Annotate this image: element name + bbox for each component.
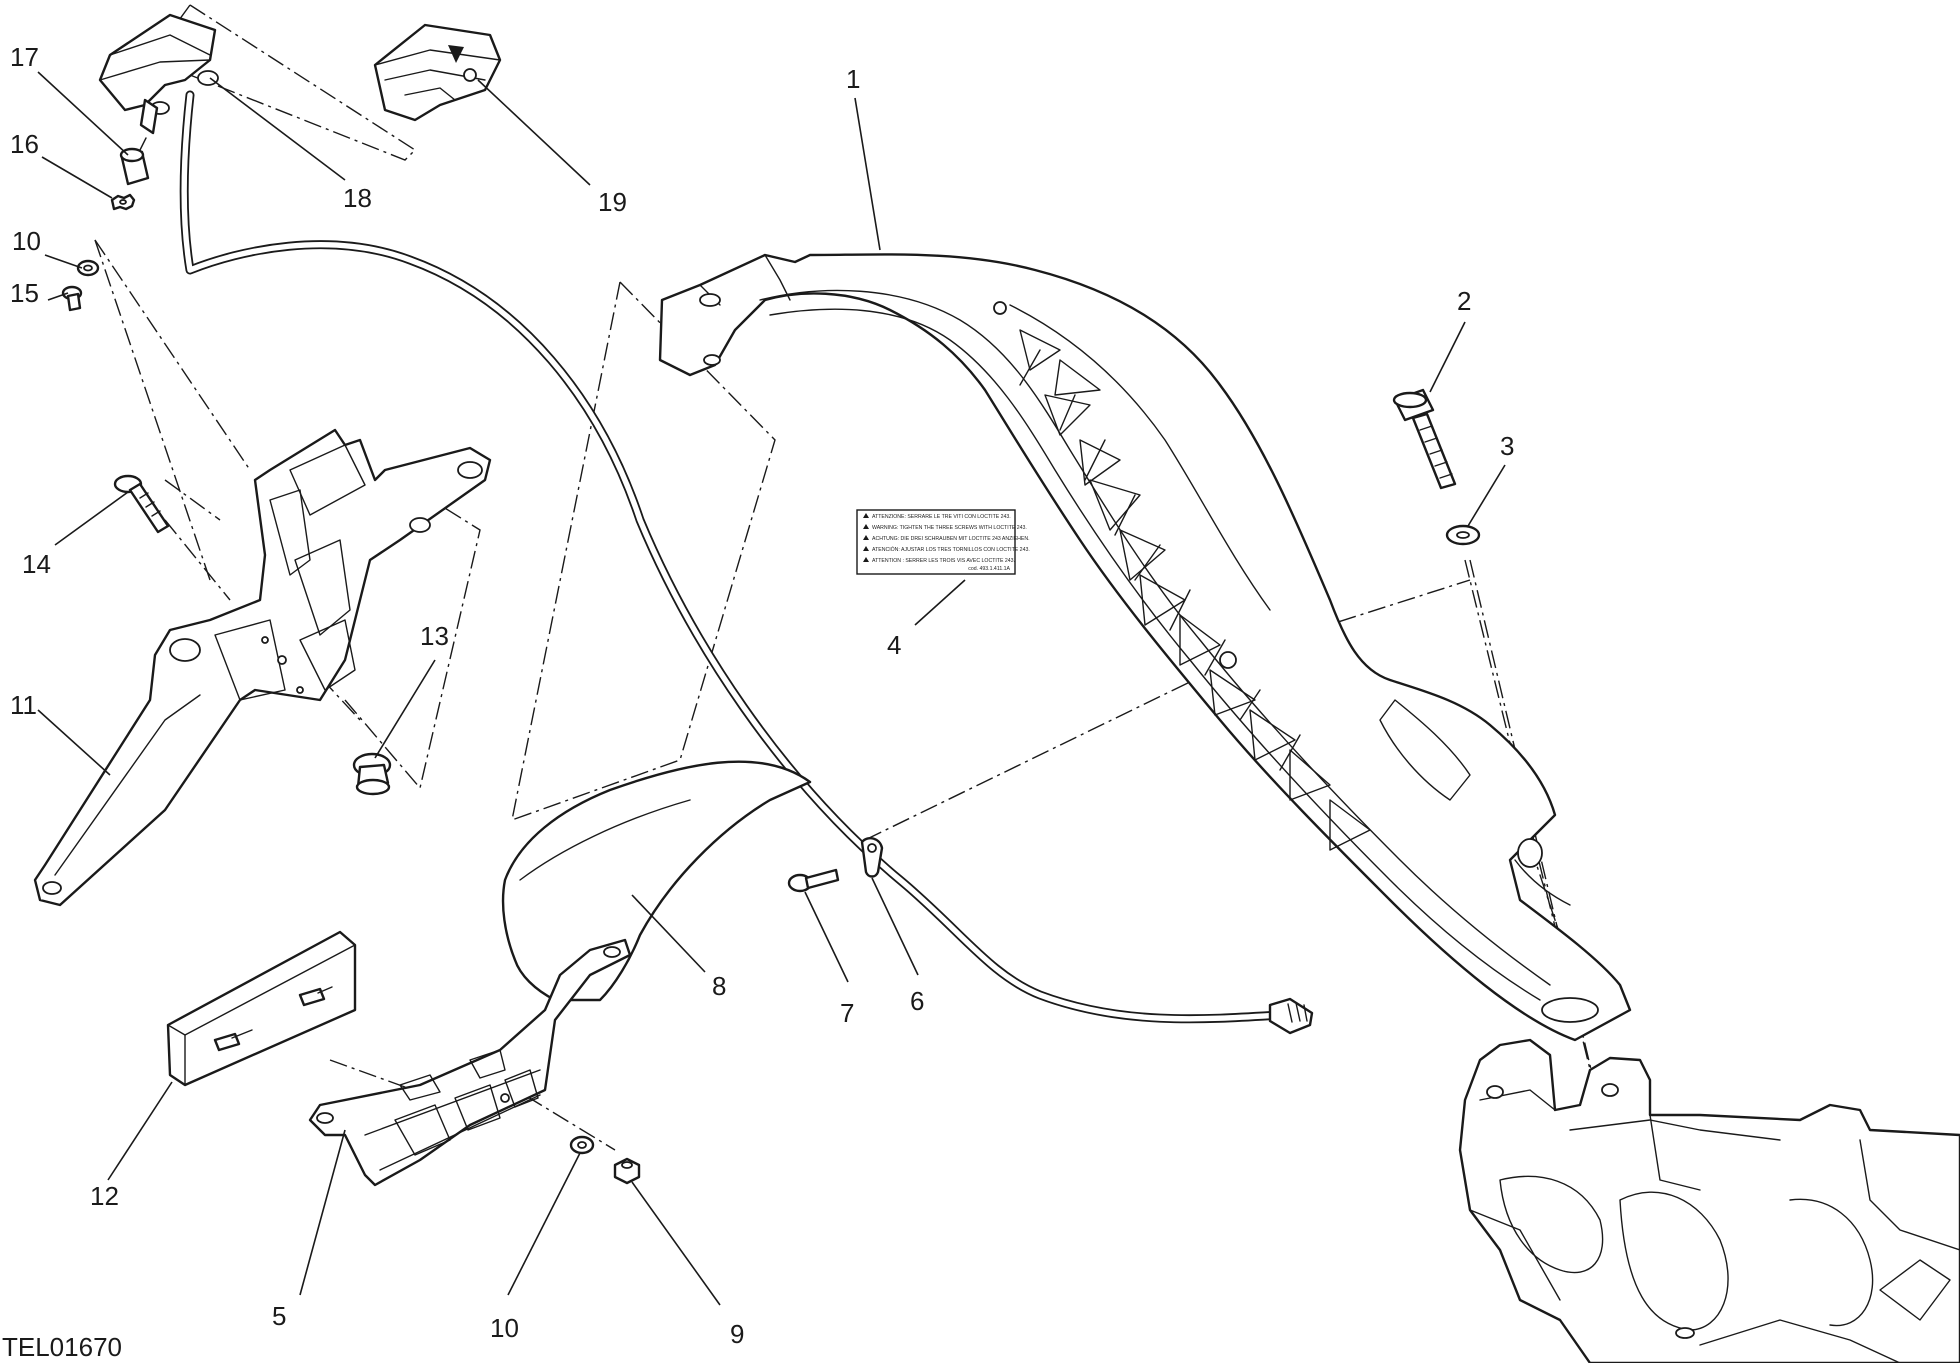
part-14-screw [113, 474, 170, 534]
callout-12: 12 [90, 1181, 119, 1211]
rear-subframe-context [1458, 1038, 1960, 1363]
warning-line-4: ATENCIÓN: AJUSTAR LOS TRES TORNILLOS CON… [872, 546, 1030, 553]
callout-5: 5 [272, 1301, 286, 1331]
callout-8: 8 [712, 971, 726, 1001]
part-1-rear-frame [658, 253, 1632, 1042]
part-3-washer [1445, 524, 1481, 546]
part-2-screw [1392, 388, 1457, 490]
part-10-washer-top [76, 259, 100, 277]
callout-1: 1 [846, 64, 860, 94]
part-4-warning-label: ATTENZIONE: SERRARE LE TRE VITI CON LOCT… [856, 509, 1030, 575]
callout-17: 17 [10, 42, 39, 72]
callout-3: 3 [1500, 431, 1514, 461]
part-5-plate-support [308, 938, 632, 1187]
part-13-bush [352, 752, 392, 796]
part-15-screw [61, 285, 83, 312]
part-8-splash-guard [501, 760, 812, 1002]
part-17-spacer [119, 137, 150, 186]
part-18-lamp-housing [98, 13, 219, 135]
warning-line-5: ATTENTION : SERRER LES TROIS VIS AVEC LO… [872, 558, 1015, 564]
callout-10-top: 10 [12, 226, 41, 256]
callout-16: 16 [10, 129, 39, 159]
warning-line-1: ATTENZIONE: SERRARE LE TRE VITI CON LOCT… [872, 514, 1011, 520]
callout-10-bottom: 10 [490, 1313, 519, 1343]
callout-numbers: 1 2 3 4 5 6 7 8 9 10 10 11 12 13 14 15 1… [10, 42, 1514, 1349]
drawing-code: TEL01670 [2, 1332, 122, 1362]
part-16-toothed-washer [110, 193, 136, 211]
lamp-wiring-harness [179, 90, 1314, 1035]
callout-13: 13 [420, 621, 449, 651]
callout-11: 11 [10, 690, 37, 720]
callout-15: 15 [10, 278, 39, 308]
callout-2: 2 [1457, 286, 1471, 316]
warning-label-code: cod. 493.1.411.1A [968, 566, 1010, 572]
callout-18: 18 [343, 183, 372, 213]
part-9-nut [613, 1157, 641, 1185]
callout-4: 4 [887, 630, 901, 660]
part-7-screw [787, 868, 840, 893]
part-12-rubber-pad [166, 930, 357, 1087]
warning-line-2: WARNING: TIGHTEN THE THREE SCREWS WITH L… [872, 525, 1027, 531]
callout-6: 6 [910, 986, 924, 1016]
part-10-washer-bottom [569, 1135, 595, 1155]
part-6-clip [860, 836, 884, 878]
callout-7: 7 [840, 998, 854, 1028]
callout-14: 14 [22, 549, 51, 579]
warning-line-3: ACHTUNG: DIE DREI SCHRAUBEN MIT LOCTITE … [872, 536, 1030, 542]
callout-9: 9 [730, 1319, 744, 1349]
part-19-lamp-cover [373, 23, 502, 122]
leader-lines [37, 71, 1506, 1306]
warning-triangle-icons [863, 513, 869, 562]
callout-19: 19 [598, 187, 627, 217]
part-11-plate-holder [33, 428, 492, 907]
